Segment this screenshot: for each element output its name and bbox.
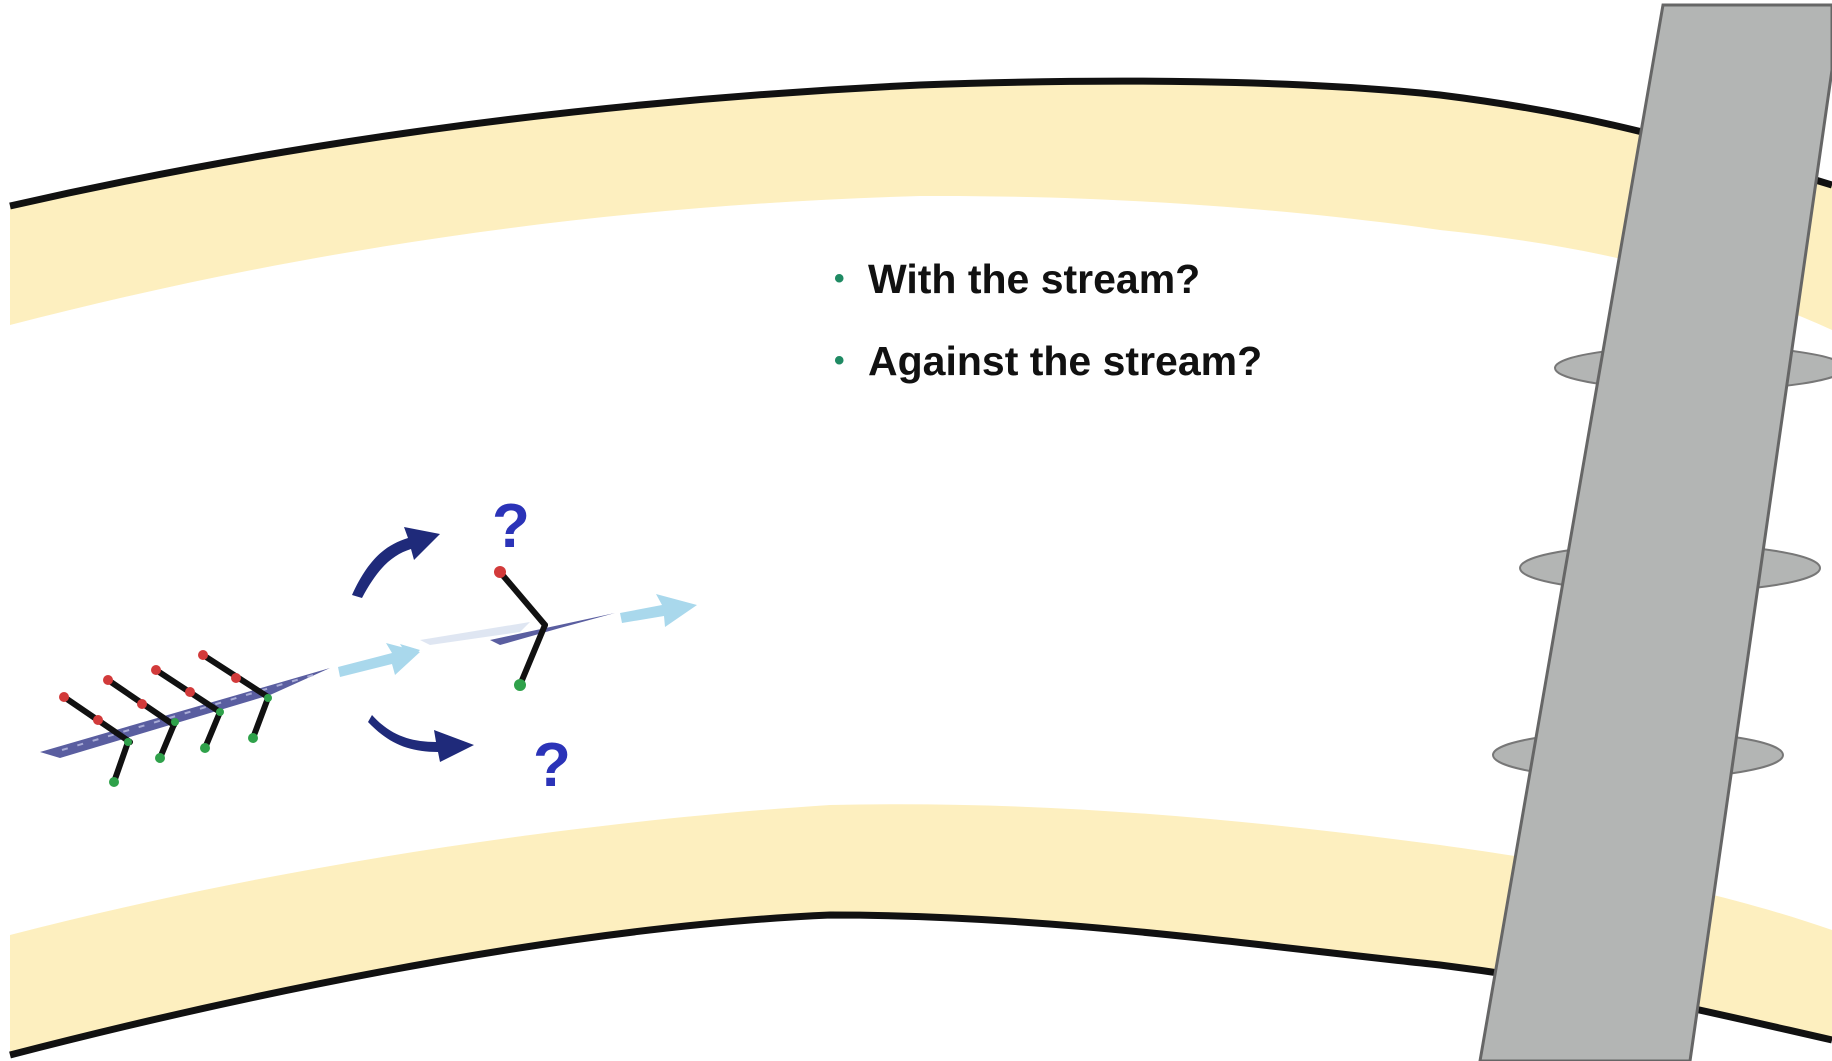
flow-arrow-icon (620, 594, 697, 627)
question-list: • With the stream? • Against the stream? (830, 255, 1262, 419)
bridge (1478, 3, 1832, 1061)
turn-down-arrow-icon (368, 715, 474, 762)
bullet-dot: • (834, 262, 845, 295)
top-river-bank (10, 81, 1832, 330)
boat-motion-trail (420, 622, 530, 645)
eight-rowing-boat (40, 650, 330, 787)
top-bank-edge (9, 77, 1832, 210)
single-scull-boat (490, 566, 615, 691)
bottom-river-bank (10, 804, 1832, 1055)
bullet-against-stream: • Against the stream? (830, 337, 1262, 419)
question-mark-upper: ? (492, 492, 530, 561)
bullet-text: Against the stream? (868, 338, 1263, 384)
question-mark-lower: ? (533, 731, 571, 800)
flow-arrow-icon (375, 644, 420, 666)
bullet-dot: • (834, 344, 845, 377)
bullet-text: With the stream? (868, 256, 1201, 302)
bullet-with-stream: • With the stream? (830, 255, 1262, 337)
turn-up-arrow-icon (352, 527, 440, 598)
